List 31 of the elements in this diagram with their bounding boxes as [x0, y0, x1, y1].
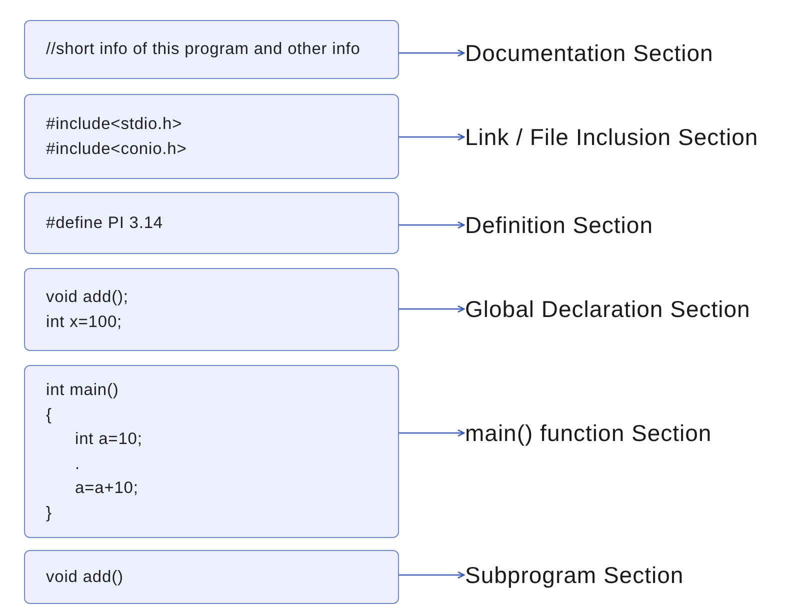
arrow [399, 49, 465, 57]
code-box [24, 20, 399, 79]
code-line: { [46, 404, 52, 426]
section-label: Global Declaration Section [465, 294, 750, 324]
arrow [399, 571, 465, 579]
code-box [24, 365, 399, 538]
arrow [399, 221, 465, 229]
code-line: void add() [46, 566, 124, 588]
code-line: #define PI 3.14 [46, 212, 164, 234]
code-box [24, 192, 399, 254]
code-line: //short info of this program and other info [46, 39, 360, 60]
section-label: main() function Section [465, 418, 712, 448]
section-label: Documentation Section [465, 38, 714, 68]
section-label: Subprogram Section [465, 560, 684, 590]
arrow [399, 429, 465, 437]
code-line: . [75, 454, 80, 474]
section-label: Definition Section [465, 210, 653, 240]
code-line: int main() [46, 380, 119, 401]
code-line: int a=10; [75, 429, 142, 450]
code-line: int x=100; [46, 312, 122, 332]
code-box [24, 94, 399, 179]
code-line: #include<stdio.h> [46, 114, 182, 135]
arrow [399, 133, 465, 141]
code-line: } [46, 502, 52, 524]
code-line: a=a+10; [75, 478, 138, 499]
section-label: Link / File Inclusion Section [465, 122, 758, 152]
code-line: void add(); [46, 287, 128, 308]
code-box [24, 550, 399, 604]
code-box [24, 268, 399, 351]
arrow [399, 305, 465, 313]
code-line: #include<conio.h> [46, 138, 187, 160]
